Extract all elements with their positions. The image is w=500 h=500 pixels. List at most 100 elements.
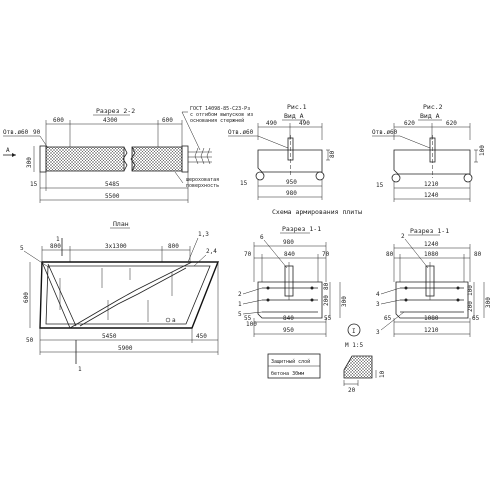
fig2-dim-1210: 1210	[424, 181, 439, 188]
cover-note-2: бетона 30мм	[271, 370, 304, 377]
sec11a-leader-6: 6	[260, 234, 264, 241]
sec11a-dim-980: 980	[283, 239, 294, 246]
break-line-left	[122, 146, 128, 172]
dim-600-left: 600	[53, 117, 64, 124]
section-1-1-wide: Разрез 1-1 1240 80 1080 80 2 4 3 3 100 2…	[376, 227, 492, 337]
detail-dim-20: 20	[348, 387, 356, 394]
plan-sec1-top: 1	[56, 236, 60, 243]
fig2-dim-1240: 1240	[424, 192, 439, 199]
detail-corner-chamfer	[343, 355, 373, 379]
sec11a-dim-840-bottom: 840	[283, 315, 294, 322]
detail-dim-10: 10	[379, 370, 386, 378]
plan-dim-800-left: 800	[50, 243, 61, 250]
arrow-a-label: А	[6, 147, 10, 154]
plan-dim-800-right: 800	[168, 243, 179, 250]
fig2-opening: Отв.ø60	[372, 129, 398, 136]
fig1-title: Рис.1	[287, 103, 307, 111]
sec11b-dim-1210: 1210	[424, 327, 439, 334]
fig1-view: Вид А	[284, 112, 304, 120]
sec11a-leader-2: 2	[238, 291, 242, 298]
gost-note-3: основания стержней	[190, 118, 244, 124]
sec11a-leader-5: 5	[238, 311, 242, 318]
fig2-dim-100: 100	[479, 145, 486, 156]
dim-90: 90	[33, 129, 41, 136]
plan-view: Схема армирования плиты План 800 3х1300 …	[20, 208, 362, 373]
section-2-2: Разрез 2-2 600 4300 600 Отв.ø60 90 А	[3, 106, 253, 203]
dim-300: 300	[26, 157, 33, 168]
plan-sec1-bottom: 1	[78, 366, 82, 373]
fig1-dim-80: 80	[329, 150, 336, 158]
fig1-loop-left	[255, 171, 265, 181]
fig2-title: Рис.2	[423, 103, 443, 111]
dim-15: 15	[30, 181, 38, 188]
sec11a-title: Разрез 1-1	[282, 225, 321, 233]
sec11b-dim-65-left: 65	[384, 315, 392, 322]
opening-label: Отв.ø60	[3, 129, 29, 136]
sec11a-body	[257, 281, 323, 319]
fig2-loop-right	[463, 173, 473, 183]
sec11b-leader-4: 4	[376, 291, 380, 298]
fig2-view: Вид А	[420, 112, 440, 120]
break-line-right	[130, 146, 136, 172]
scheme-title: Схема армирования плиты	[272, 208, 362, 216]
detail-marker-circle	[347, 323, 361, 337]
sec11a-dim-55-right: 55	[324, 315, 332, 322]
sec11a-leader-1: 1	[238, 301, 242, 308]
cover-note-1: Защитный слой	[271, 359, 310, 365]
rough-surface-1: шероховатая	[186, 177, 219, 183]
sec11b-leader-2: 2	[401, 233, 405, 240]
dim-4300: 4300	[103, 117, 118, 124]
rough-surface-2: поверхность	[186, 183, 219, 189]
sec11a-dim-70-right: 70	[322, 251, 330, 258]
plan-dim-5900: 5900	[118, 345, 133, 352]
fig1-dim-490-left: 490	[266, 120, 277, 127]
fig1-dim-980: 980	[286, 190, 297, 197]
sec11a-dim-100: 100	[246, 321, 257, 328]
plan-leader-a: а	[172, 317, 176, 324]
fig2-dim-620-left: 620	[404, 120, 415, 127]
plan-leader-5: 5	[20, 245, 24, 252]
plan-rebar-mesh-outline	[45, 265, 211, 325]
fig1-loop-right	[315, 171, 325, 181]
slab-body-left	[45, 146, 125, 172]
fig2-body	[393, 149, 471, 175]
plan-slab-outline	[39, 261, 220, 329]
slab-end-left	[39, 145, 47, 173]
sec11a-dim-840: 840	[284, 251, 295, 258]
fig1-dim-950: 950	[286, 179, 297, 186]
gost-note-2: с отгибом выпусков из	[190, 111, 253, 118]
plan-dim-50: 50	[26, 337, 34, 344]
fig2-dim-620-right: 620	[446, 120, 457, 127]
sec11b-leader-3a: 3	[376, 301, 380, 308]
plan-dim-600: 600	[23, 292, 30, 303]
fig1-body	[257, 149, 323, 173]
plan-inner-diagonal	[69, 261, 193, 329]
dim-600-right: 600	[162, 117, 173, 124]
sec11b-title: Разрез 1-1	[410, 227, 449, 235]
slab-end-right	[181, 145, 189, 173]
fig1-dim-490-right: 490	[299, 120, 310, 127]
detail-i: I М 1:5 Защитный слой бетона 30мм 20 10	[267, 323, 386, 394]
sec11b-dim-100: 100	[467, 285, 474, 296]
slab-body-right	[131, 146, 183, 172]
sec11b-dim-65-right: 65	[472, 315, 480, 322]
fig-2-view-a: Рис.2 Вид А 620 620 Отв.ø60 100 15 1210 …	[372, 103, 486, 202]
sec11b-dim-200: 200	[467, 301, 474, 312]
plan-title: План	[113, 220, 129, 228]
plan-dim-5450: 5450	[102, 333, 117, 340]
detail-scale: М 1:5	[345, 342, 363, 349]
fig-1-view-a: Рис.1 Вид А 490 490 Отв.ø60 80 15 950 98…	[228, 103, 336, 200]
sec11b-dim-80-right: 80	[474, 251, 482, 258]
sec11b-dim-1080-bottom: 1080	[424, 315, 439, 322]
section-2-2-title: Разрез 2-2	[96, 107, 135, 115]
fig2-loop-left	[391, 173, 401, 183]
sec11a-dim-950: 950	[283, 327, 294, 334]
sec11b-dim-1240: 1240	[424, 241, 439, 248]
fig2-dim-15: 15	[376, 182, 384, 189]
plan-leader-2-4: 2,4	[206, 248, 217, 255]
dim-5485: 5485	[105, 181, 120, 188]
sec11a-dim-70-left: 70	[244, 251, 252, 258]
sec11b-dim-1080: 1080	[424, 251, 439, 258]
dim-5500: 5500	[105, 193, 120, 200]
